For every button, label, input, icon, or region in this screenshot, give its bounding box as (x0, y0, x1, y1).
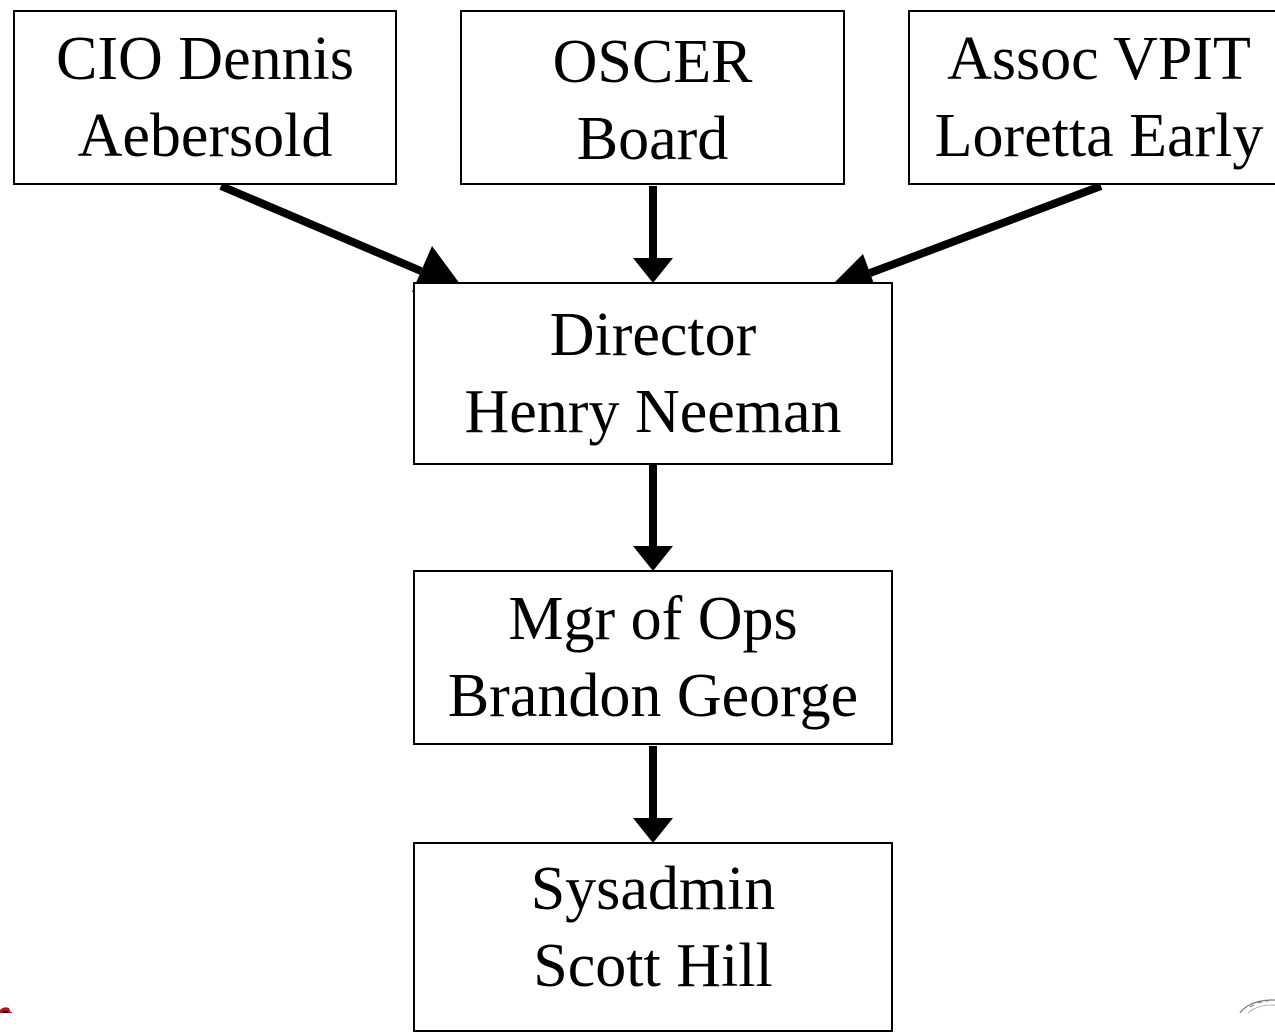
node-sysadmin: Sysadmin Scott Hill (413, 842, 893, 1032)
node-cio-name: Aebersold (77, 101, 333, 170)
node-assoc-name: Loretta Early (934, 101, 1264, 170)
arrow-oscer-to-director (633, 186, 673, 283)
node-sysadmin-name: Scott Hill (533, 932, 773, 1000)
arrow-assoc-to-director (828, 182, 1103, 292)
node-assoc-vpit: Assoc VPIT Loretta Early (908, 10, 1275, 185)
node-manager-of-operations: Mgr of Ops Brandon George (413, 570, 893, 745)
node-mgr-title: Mgr of Ops (508, 584, 798, 653)
node-mgr-name: Brandon George (447, 661, 859, 730)
university-logo-icon (0, 1003, 14, 1013)
node-director-title: Director (549, 300, 757, 369)
node-cio: CIO Dennis Aebersold (13, 10, 397, 185)
node-assoc-title: Assoc VPIT (947, 24, 1251, 93)
node-director: Director Henry Neeman (413, 282, 893, 465)
arrow-director-to-mgr (633, 460, 673, 571)
node-sysadmin-title: Sysadmin (530, 855, 776, 924)
seal-logo-icon (1232, 998, 1275, 1013)
arrow-mgr-to-sysadmin (633, 746, 673, 843)
node-oscer-title: OSCER (552, 27, 753, 96)
node-oscer-name: Board (576, 104, 729, 173)
node-director-name: Henry Neeman (464, 377, 842, 446)
node-cio-title: CIO Dennis (56, 24, 354, 93)
arrow-cio-to-director (219, 182, 463, 292)
node-oscer-board: OSCER Board (460, 10, 845, 185)
